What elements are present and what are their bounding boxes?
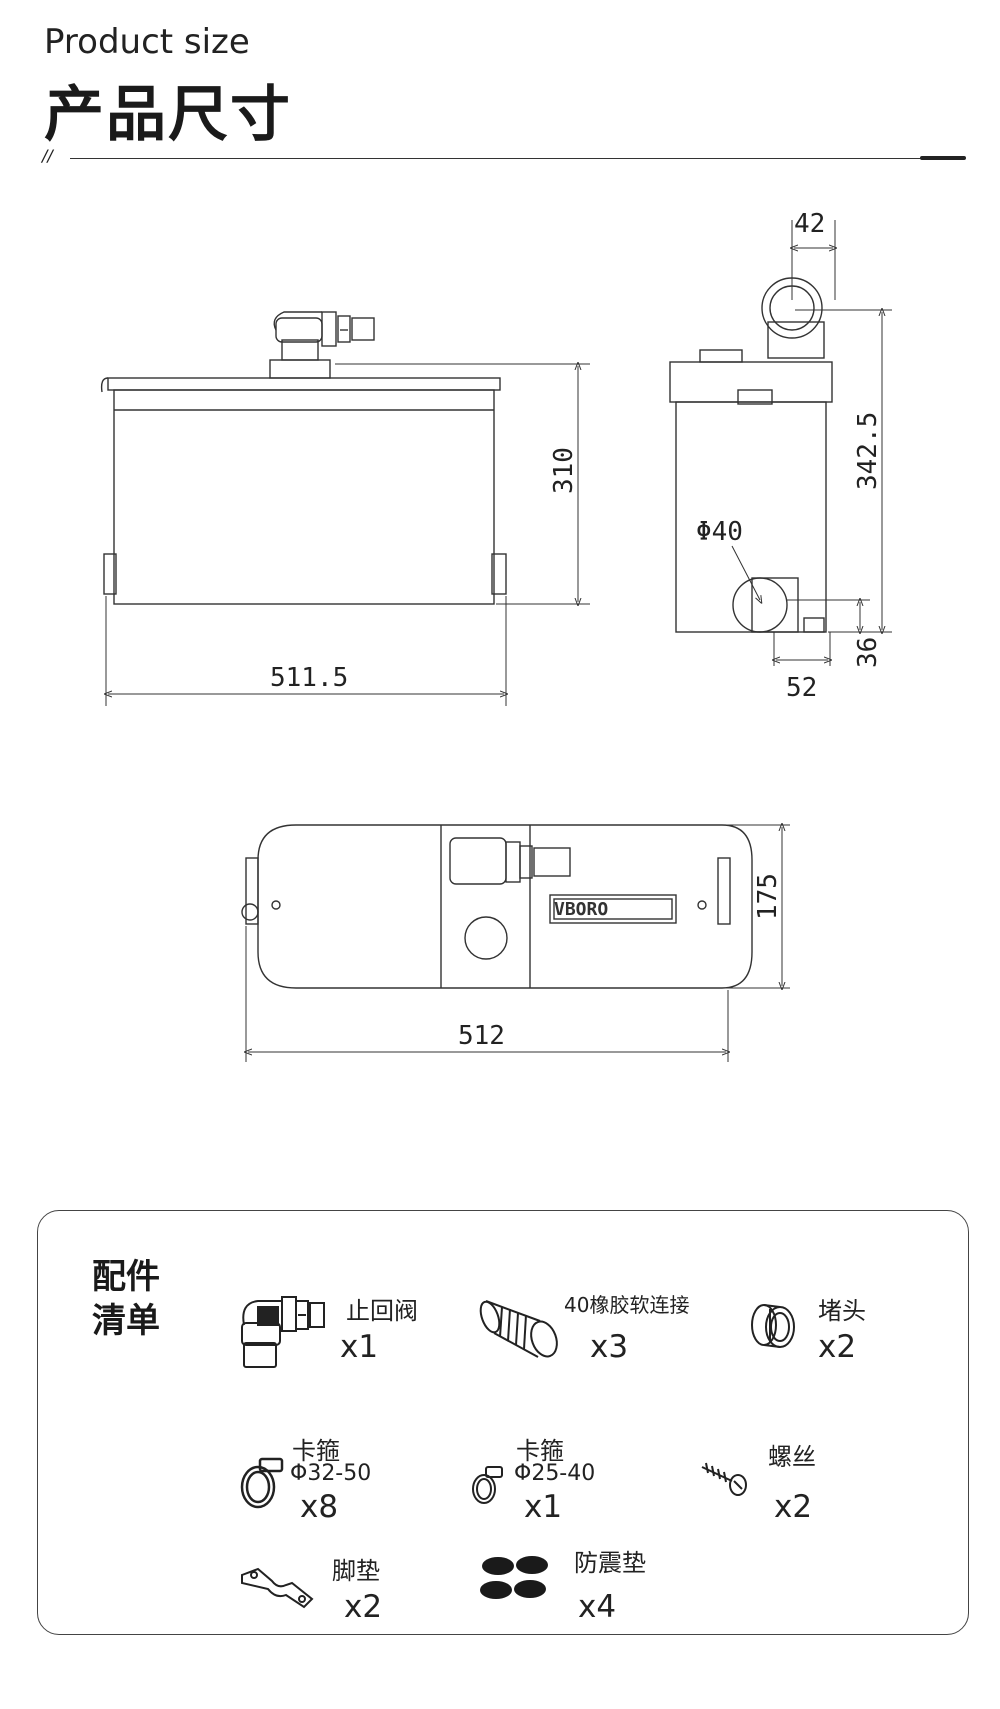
dim-front-width: 511.5 — [270, 663, 348, 693]
accessory-qty: x2 — [818, 1329, 857, 1365]
accessory-qty: x2 — [774, 1489, 813, 1525]
hose-clamp-small-icon — [472, 1466, 503, 1504]
accessory-qty: x8 — [300, 1489, 339, 1525]
rubber-coupling-icon — [479, 1300, 558, 1358]
foot-pad-icon — [241, 1567, 314, 1609]
accessory-name: 螺丝 — [768, 1443, 816, 1471]
accessory-vibration-pad: 防震垫 x4 — [478, 1541, 718, 1631]
plug-icon — [751, 1304, 795, 1348]
accessories-title: 配件 清单 — [92, 1257, 160, 1341]
accessory-qty: x2 — [344, 1589, 383, 1625]
dim-side-inlet: Φ40 — [696, 517, 743, 547]
technical-drawings: VBORO 511.5 310 42 342.5 Φ40 52 36 512 1… — [100, 209, 892, 1062]
section-mark: // — [42, 146, 53, 165]
accessories-panel: 配件 清单 止回阀 x1 — [37, 1210, 969, 1635]
front-view-drawing — [100, 311, 507, 605]
accessory-spec: Φ32-50 — [290, 1461, 372, 1486]
dim-top-width: 512 — [458, 1021, 505, 1051]
check-valve-icon — [241, 1296, 325, 1368]
page-title-chinese: 产品尺寸 — [44, 80, 292, 150]
accessory-clamp-small: 卡箍 Φ25-40 x1 — [470, 1427, 690, 1527]
header-divider-accent — [920, 156, 966, 160]
accessory-qty: x3 — [590, 1329, 629, 1365]
accessory-qty: x1 — [524, 1489, 563, 1525]
accessory-spec: Φ25-40 — [514, 1461, 596, 1486]
hose-clamp-icon — [240, 1457, 284, 1509]
accessory-name: 脚垫 — [332, 1557, 380, 1585]
accessory-name: 防震垫 — [574, 1549, 646, 1577]
dim-top-depth: 175 — [753, 873, 783, 920]
side-view-drawing — [669, 277, 833, 633]
accessory-qty: x4 — [578, 1589, 617, 1625]
accessory-name: 40橡胶软连接 — [564, 1293, 690, 1317]
accessory-clamp-large: 卡箍 Φ32-50 x8 — [238, 1427, 458, 1527]
accessory-foot-pad: 脚垫 x2 — [238, 1549, 458, 1639]
accessory-rubber-coupling: 40橡胶软连接 x3 — [478, 1283, 738, 1383]
dim-side-top: 42 — [794, 209, 825, 239]
accessory-name: 堵头 — [818, 1297, 866, 1325]
page-title-english: Product size — [44, 22, 250, 62]
vibration-pad-icon — [480, 1556, 548, 1599]
brand-logo: VBORO — [554, 899, 608, 920]
header-divider — [70, 158, 922, 159]
accessory-plug: 堵头 x2 — [746, 1283, 936, 1383]
dim-front-height: 310 — [549, 447, 579, 494]
dim-side-bottom-height: 36 — [853, 637, 883, 668]
accessory-name: 卡箍 — [516, 1437, 564, 1465]
dim-side-height: 342.5 — [853, 412, 883, 490]
accessory-qty: x1 — [340, 1329, 379, 1365]
dim-side-bottom-width: 52 — [786, 673, 817, 703]
accessory-name: 卡箍 — [292, 1437, 340, 1465]
screw-icon — [701, 1462, 747, 1496]
accessory-name: 止回阀 — [346, 1297, 418, 1325]
top-view-drawing — [241, 824, 753, 989]
accessory-check-valve: 止回阀 x1 — [238, 1283, 468, 1383]
accessory-screw: 螺丝 x2 — [698, 1427, 898, 1527]
